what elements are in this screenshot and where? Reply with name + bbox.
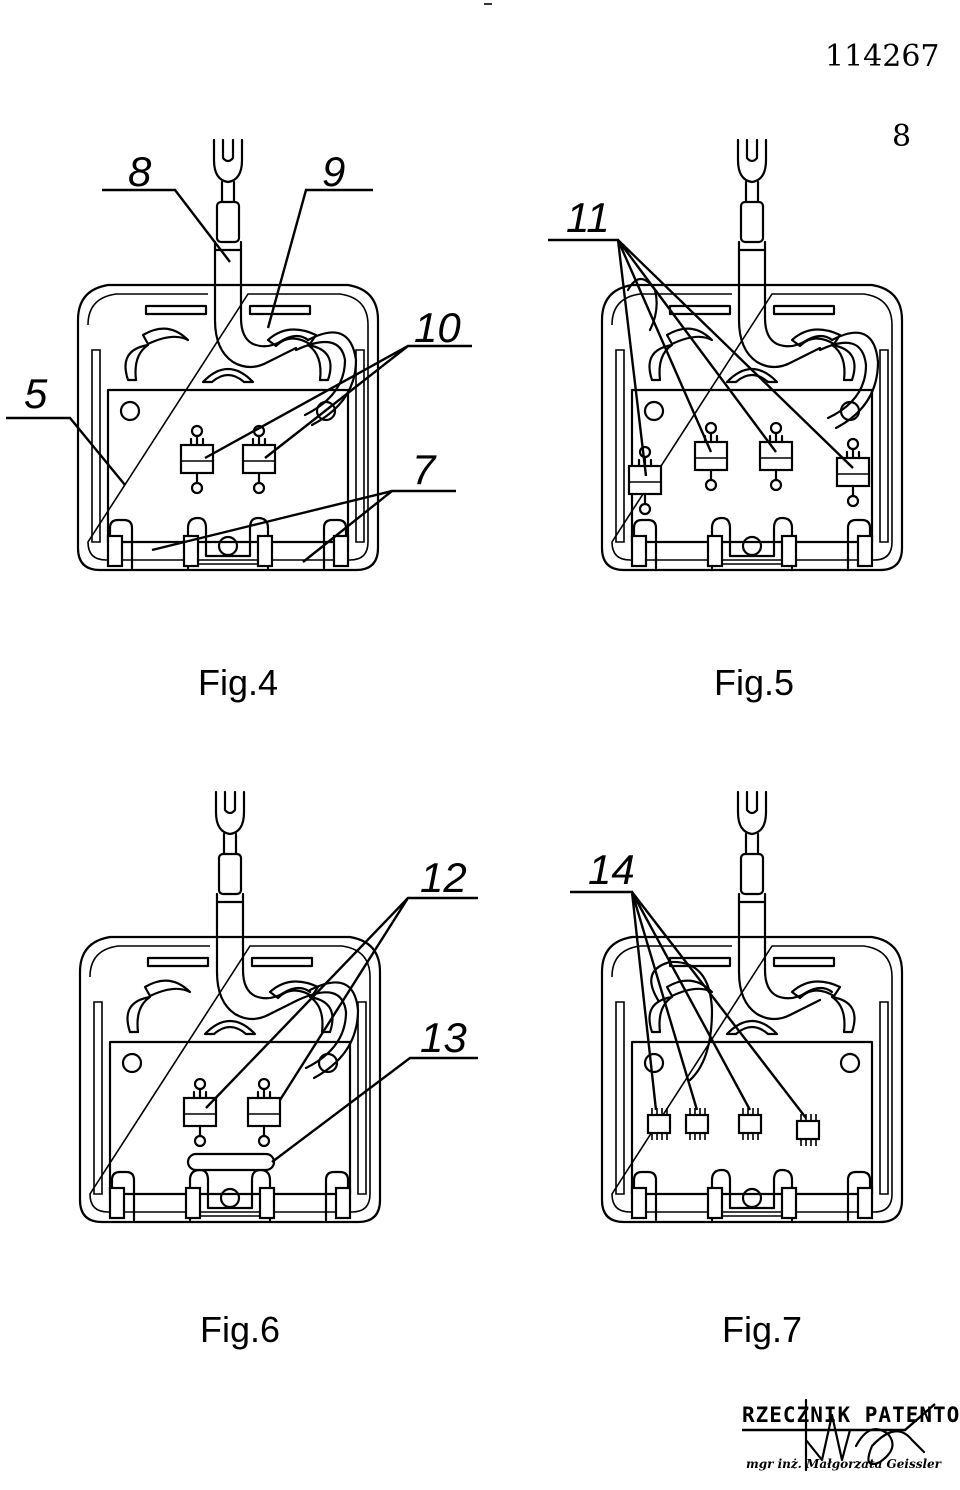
figure-5: 11 Fig.5 [548,138,904,703]
caption-fig7: Fig.7 [722,1309,802,1350]
cable-arc-fig5 [626,277,658,332]
label-11: 11 [566,194,610,241]
leader-13 [271,1056,478,1163]
cable-loop-fig5 [818,341,868,420]
component-fig5-c [758,421,794,492]
figure-6: 12 13 Fig.6 [78,790,478,1350]
cable-loop-outer-fig4 [306,331,358,427]
component-fig5-d [835,437,871,508]
component-fig6-a [182,1077,218,1148]
leader-12 [205,896,478,1109]
leader-14 [570,890,807,1119]
chip-fig7-d [795,1112,821,1148]
stamp-title: RZECZNIK PATENTOWY [742,1403,960,1427]
slot-13 [186,1152,276,1172]
chip-fig7-b [684,1106,710,1142]
signature [804,1398,852,1472]
caption-fig4: Fig.4 [198,662,278,703]
cable-loop-outer-fig6 [308,981,360,1080]
caption-fig6: Fig.6 [200,1309,280,1350]
chip-fig7-a [646,1106,672,1142]
component-fig5-b [693,421,729,492]
leader-9 [266,188,373,329]
label-5: 5 [24,370,48,417]
label-9: 9 [322,148,345,195]
cable-loop-fig7 [650,960,714,1082]
stamp-underline [742,1403,936,1432]
component-fig6-b [246,1077,282,1148]
caption-fig5: Fig.5 [714,662,794,703]
attorney-stamp: RZECZNIK PATENTOWY mgr inż. Małgorzata G… [742,1398,960,1472]
leader-11 [548,238,854,477]
chip-fig7-c [737,1106,763,1142]
label-10: 10 [414,304,461,351]
handwritten-mark: 8 [892,119,911,154]
cable-loop-fig4 [294,340,347,417]
signature-stroke [854,1428,926,1466]
cable-loop-outer-fig5 [830,331,880,430]
leader-5 [6,416,126,486]
leader-8 [102,188,231,263]
label-8: 8 [128,148,152,195]
leader-10 [204,344,472,460]
document-number: 114267 [825,39,940,74]
label-13: 13 [420,1014,467,1061]
component-fig4-a [179,424,215,495]
cable-loop-fig6 [296,991,348,1070]
figure-7: 14 Fig.7 [570,790,904,1350]
label-12: 12 [420,854,467,901]
label-14: 14 [588,846,635,893]
label-7: 7 [412,446,437,493]
housing-fig7 [600,790,904,1224]
figure-4: 8 9 10 5 7 Fig.4 [6,138,472,703]
leader-7 [151,489,456,563]
stamp-name: mgr inż. Małgorzata Geissler [746,1457,943,1471]
component-fig4-b [241,424,277,495]
component-fig5-a [627,445,663,516]
